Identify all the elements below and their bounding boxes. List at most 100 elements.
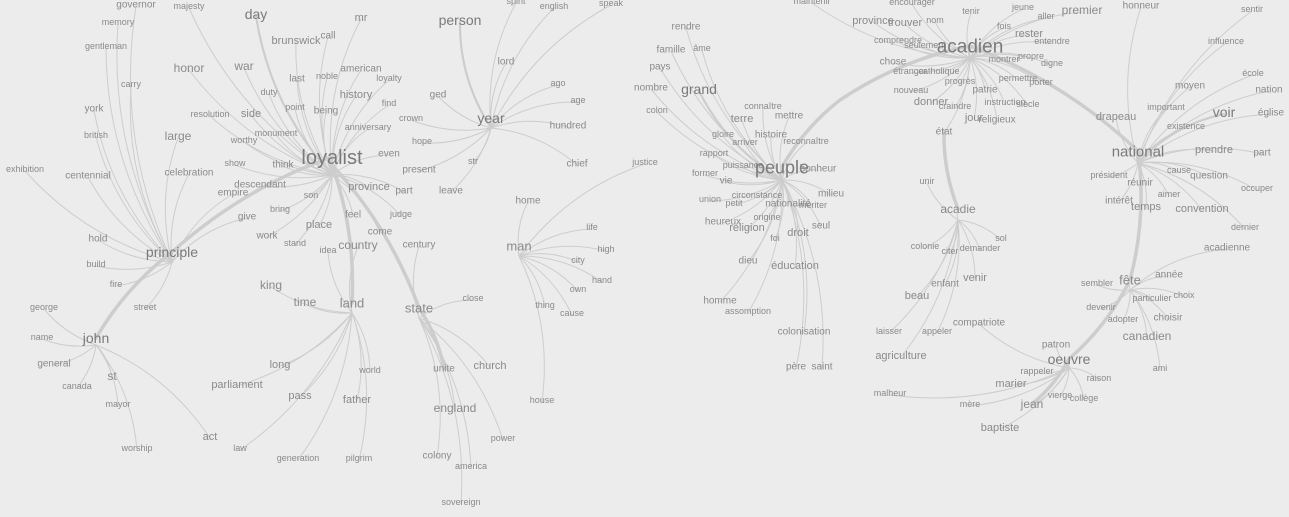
edge <box>418 317 491 368</box>
word-label: long <box>270 359 291 371</box>
word-label: drapeau <box>1096 111 1136 123</box>
word-label: honneur <box>1123 1 1160 12</box>
word-label: loyalty <box>376 73 402 83</box>
word-label: agriculture <box>875 350 926 362</box>
edge <box>1059 367 1070 398</box>
word-label: arriver <box>732 137 758 147</box>
word-label: ago <box>550 78 565 88</box>
edge <box>489 118 493 130</box>
edge <box>930 57 971 104</box>
word-label: nombre <box>634 83 668 94</box>
word-label: thing <box>535 300 555 310</box>
word-label: connaître <box>744 101 782 111</box>
word-label: hand <box>592 275 612 285</box>
word-label: fire <box>110 279 123 289</box>
edge <box>188 69 333 176</box>
edge <box>413 245 420 319</box>
edge <box>297 312 353 461</box>
word-label: nation <box>1255 85 1282 96</box>
word-label: governor <box>116 0 156 11</box>
edge <box>978 323 1070 369</box>
edge <box>164 137 179 263</box>
edge <box>969 57 978 120</box>
edge <box>924 46 971 59</box>
word-label: anniversary <box>345 122 392 132</box>
word-label: church <box>473 360 506 372</box>
edge <box>969 57 998 122</box>
edge <box>968 46 972 60</box>
word-label: aimer <box>1158 189 1181 199</box>
word-label: voir <box>1213 104 1236 120</box>
edge <box>1096 284 1131 291</box>
word-label: rester <box>1015 28 1043 40</box>
word-label: man <box>506 239 531 254</box>
word-label: st <box>107 369 117 383</box>
edge <box>1129 289 1161 371</box>
edge <box>105 47 173 263</box>
word-label: marier <box>995 378 1027 390</box>
word-label: jour <box>964 112 984 124</box>
word-label: patron <box>1042 340 1070 351</box>
word-label: land <box>340 296 365 311</box>
word-label: nouveau <box>894 85 929 95</box>
word-label: history <box>340 89 373 101</box>
edge <box>709 179 783 202</box>
word-label: homme <box>703 296 737 307</box>
word-label: province <box>852 15 894 27</box>
word-label: mr <box>355 12 368 24</box>
edge <box>770 135 783 181</box>
word-label: life <box>586 222 598 232</box>
word-label: permettre <box>999 73 1038 83</box>
edge <box>1137 147 1263 164</box>
word-label: sentir <box>1241 4 1263 14</box>
edge <box>295 41 333 176</box>
word-label: general <box>37 359 70 370</box>
edge <box>1137 162 1147 209</box>
word-label: lord <box>498 57 515 68</box>
edge <box>421 127 492 144</box>
edge <box>518 255 545 403</box>
word-label: colonie <box>911 241 940 251</box>
word-label: memory <box>102 17 135 27</box>
edge <box>722 179 783 224</box>
edge <box>969 27 1005 59</box>
trunk-edge <box>942 129 960 211</box>
word-label: canada <box>62 381 92 391</box>
word-label: hundred <box>550 121 587 132</box>
word-label: union <box>699 194 721 204</box>
word-label: place <box>306 219 332 231</box>
word-label: feel <box>345 210 361 221</box>
edge <box>144 261 173 310</box>
edge <box>517 247 520 257</box>
edge <box>282 165 333 176</box>
edge <box>490 120 569 129</box>
word-label: maintenir <box>793 0 830 6</box>
word-label: justice <box>631 157 658 167</box>
word-label: moyen <box>1175 81 1205 92</box>
word-label: droit <box>787 227 808 239</box>
edge <box>53 344 97 366</box>
word-label: york <box>85 104 105 115</box>
word-label: close <box>462 293 483 303</box>
word-label: particulier <box>1132 293 1171 303</box>
edge <box>331 128 369 176</box>
word-label: occuper <box>1241 183 1273 193</box>
edge <box>490 7 555 129</box>
word-label: street <box>134 302 157 312</box>
hub-word-label: state <box>405 301 433 316</box>
word-label: demander <box>960 243 1001 253</box>
edge <box>171 193 234 263</box>
word-label: cause <box>1167 165 1191 175</box>
word-label: citer <box>941 246 958 256</box>
word-label: give <box>238 212 257 223</box>
word-label: chief <box>566 159 587 170</box>
edge <box>279 312 353 367</box>
word-label: oeuvre <box>1048 351 1091 367</box>
edge <box>24 170 173 263</box>
edge <box>518 245 607 257</box>
edge <box>733 179 783 206</box>
word-label: famille <box>657 45 686 56</box>
edge <box>969 367 1070 407</box>
